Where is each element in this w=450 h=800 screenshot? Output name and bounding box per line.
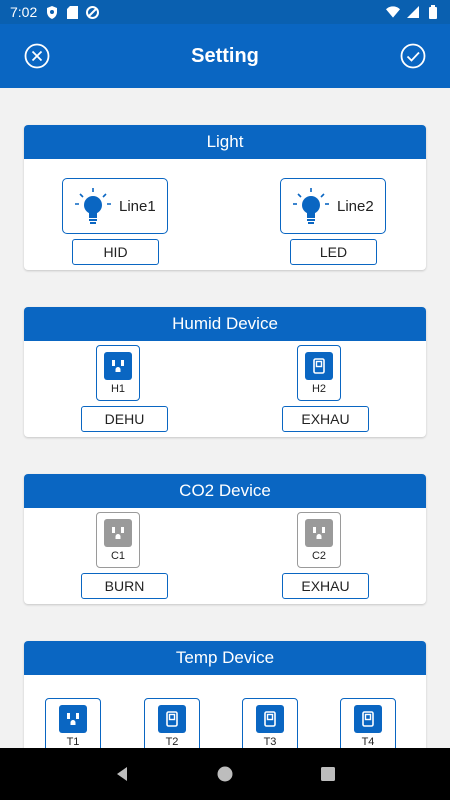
sd-card-icon: [65, 5, 79, 19]
t2-device-button[interactable]: T2: [144, 698, 200, 748]
switch-icon: [256, 705, 284, 733]
outlet-icon: [104, 352, 132, 380]
check-circle-icon: [400, 43, 426, 69]
temp-card-title: Temp Device: [24, 641, 426, 675]
t4-device-button[interactable]: T4: [340, 698, 396, 748]
c1-code: C1: [110, 550, 126, 562]
t1-code: T1: [66, 736, 80, 748]
cancel-button[interactable]: [24, 43, 50, 69]
switch-icon: [305, 352, 333, 380]
line1-mode-button[interactable]: HID: [72, 239, 159, 265]
co2-card-title: CO2 Device: [24, 474, 426, 508]
signal-icon: [406, 5, 420, 19]
t2-code: T2: [165, 736, 179, 748]
status-time: 7:02: [10, 4, 38, 20]
bulb-icon: [293, 188, 329, 224]
line1-button[interactable]: Line1: [62, 178, 168, 234]
no-disturb-icon: [85, 5, 99, 19]
switch-icon: [354, 705, 382, 733]
bulb-icon: [75, 188, 111, 224]
recents-nav-button[interactable]: [316, 762, 340, 786]
c2-label-button[interactable]: EXHAU: [282, 573, 369, 599]
h1-device-button[interactable]: H1: [96, 345, 140, 401]
outlet-icon: [104, 519, 132, 547]
back-nav-button[interactable]: [110, 762, 134, 786]
confirm-button[interactable]: [400, 43, 426, 69]
line2-label: Line2: [337, 197, 374, 215]
recents-square-icon: [321, 767, 336, 781]
switch-icon: [158, 705, 186, 733]
line2-mode-button[interactable]: LED: [290, 239, 377, 265]
navigation-bar: [0, 748, 450, 800]
c2-code: C2: [311, 550, 327, 562]
h1-code: H1: [110, 383, 126, 395]
t1-device-button[interactable]: T1: [45, 698, 101, 748]
shield-icon: [45, 5, 59, 19]
temp-card: Temp Device T1 T2 T3 T4: [24, 641, 426, 748]
light-card: Light Line1: [24, 125, 426, 270]
wifi-icon: [386, 5, 400, 19]
line2-button[interactable]: Line2: [280, 178, 386, 234]
humid-card-title: Humid Device: [24, 307, 426, 341]
t3-code: T3: [263, 736, 277, 748]
c2-device-button[interactable]: C2: [297, 512, 341, 568]
app-bar: Setting: [0, 24, 450, 88]
h2-label-button[interactable]: EXHAU: [282, 406, 369, 432]
line1-label: Line1: [119, 197, 156, 215]
co2-card: CO2 Device C1 C2 BURN EXHAU: [24, 474, 426, 604]
humid-card: Humid Device H1 H2 DEHU EXHAU: [24, 307, 426, 437]
h1-label-button[interactable]: DEHU: [81, 406, 168, 432]
close-circle-icon: [24, 43, 50, 69]
back-triangle-icon: [116, 767, 127, 781]
home-circle-icon: [217, 766, 233, 782]
h2-code: H2: [311, 383, 327, 395]
t3-device-button[interactable]: T3: [242, 698, 298, 748]
outlet-icon: [59, 705, 87, 733]
t4-code: T4: [361, 736, 375, 748]
settings-content: Light Line1: [0, 88, 450, 748]
c1-device-button[interactable]: C1: [96, 512, 140, 568]
page-title: Setting: [191, 44, 259, 67]
home-nav-button[interactable]: [213, 762, 237, 786]
c1-label-button[interactable]: BURN: [81, 573, 168, 599]
light-card-title: Light: [24, 125, 426, 159]
outlet-icon: [305, 519, 333, 547]
status-bar: 7:02: [0, 0, 450, 24]
battery-icon: [426, 5, 440, 19]
h2-device-button[interactable]: H2: [297, 345, 341, 401]
